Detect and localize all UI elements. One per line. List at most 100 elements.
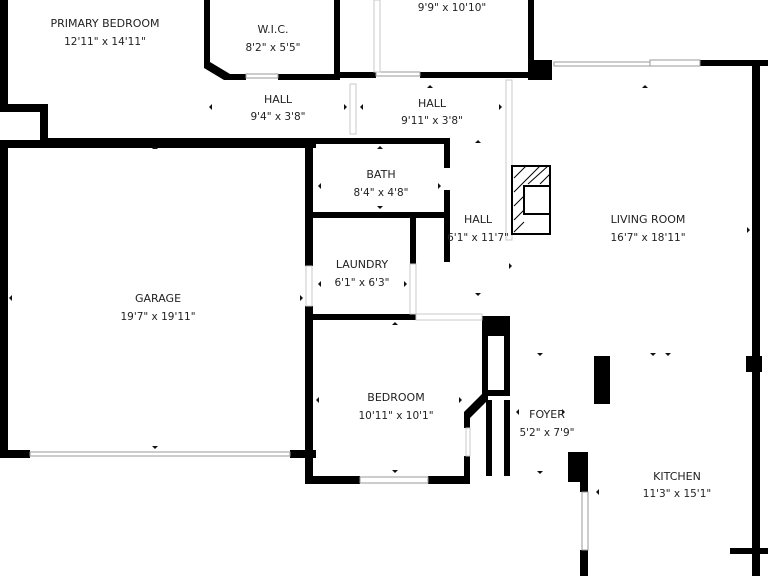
room-dims-primary-bedroom: 12'11" x 14'11" xyxy=(64,36,146,48)
wall xyxy=(0,140,8,458)
wall xyxy=(504,400,510,476)
room-name-wic: W.I.C. xyxy=(257,23,288,36)
tick xyxy=(499,104,502,110)
tick xyxy=(344,104,347,110)
wall xyxy=(204,0,210,66)
tick xyxy=(404,281,407,287)
room-dims-hall-1: 9'4" x 3'8" xyxy=(250,111,305,123)
tick xyxy=(427,85,433,88)
tick xyxy=(642,85,648,88)
room-name-foyer: FOYER xyxy=(529,408,565,421)
room-name-hall-2: HALL xyxy=(418,97,447,110)
wall xyxy=(40,104,48,148)
wall xyxy=(444,140,450,168)
tick xyxy=(459,397,462,403)
tick xyxy=(392,470,398,473)
window xyxy=(581,491,589,551)
room-dims-bedroom: 10'11" x 10'1" xyxy=(358,410,433,422)
room-dims-hall-3: 6'1" x 11'7" xyxy=(447,232,509,244)
room-dims-wic: 8'2" x 5'5" xyxy=(245,42,300,54)
wall xyxy=(504,316,510,396)
room-labels: PRIMARY BEDROOM 12'11" x 14'11" W.I.C. 8… xyxy=(50,2,711,500)
tick xyxy=(537,353,543,356)
wall xyxy=(594,356,610,404)
tick xyxy=(475,293,481,296)
window xyxy=(29,451,291,457)
tick xyxy=(516,409,519,415)
tick xyxy=(360,104,363,110)
window xyxy=(375,71,421,77)
room-dims-top-room: 9'9" x 10'10" xyxy=(418,2,486,14)
wall xyxy=(310,138,450,144)
tick xyxy=(747,227,750,233)
tick xyxy=(318,183,321,189)
dimension-ticks xyxy=(9,85,750,495)
tick xyxy=(300,295,303,301)
room-name-hall-1: HALL xyxy=(264,93,293,106)
door-opening xyxy=(373,0,381,73)
tick xyxy=(9,295,12,301)
room-dims-kitchen: 11'3" x 15'1" xyxy=(643,488,711,500)
fireplace xyxy=(511,165,551,235)
tick xyxy=(475,140,481,143)
wall xyxy=(204,62,230,80)
wall xyxy=(482,390,510,396)
wall xyxy=(730,548,768,554)
room-name-bath: BATH xyxy=(366,168,395,181)
door-opening xyxy=(409,263,417,315)
tick xyxy=(392,322,398,325)
wall xyxy=(278,74,340,80)
wall xyxy=(428,476,470,484)
wall xyxy=(700,60,768,66)
door-opening xyxy=(349,83,357,135)
tick xyxy=(152,146,158,149)
room-dims-hall-2: 9'11" x 3'8" xyxy=(401,115,463,127)
wall xyxy=(0,104,48,112)
tick xyxy=(318,281,321,287)
wall xyxy=(568,452,588,482)
door-opening xyxy=(465,427,471,457)
tick xyxy=(509,263,512,269)
room-dims-bath: 8'4" x 4'8" xyxy=(353,187,408,199)
wall xyxy=(410,212,416,264)
room-name-bedroom: BEDROOM xyxy=(367,391,424,404)
wall xyxy=(310,314,416,320)
wall xyxy=(290,450,316,458)
tick xyxy=(596,489,599,495)
wall xyxy=(482,316,488,396)
tick xyxy=(209,104,212,110)
room-name-kitchen: KITCHEN xyxy=(653,470,701,483)
wall xyxy=(305,306,313,484)
tick xyxy=(438,183,441,189)
room-name-hall-3: HALL xyxy=(464,213,493,226)
tick xyxy=(377,206,383,209)
room-name-laundry: LAUNDRY xyxy=(336,258,389,271)
wall xyxy=(580,476,588,492)
wall xyxy=(752,60,760,576)
wall xyxy=(486,400,492,476)
wall xyxy=(305,476,360,484)
room-name-primary-bedroom: PRIMARY BEDROOM xyxy=(50,17,159,30)
room-dims-living-room: 16'7" x 18'11" xyxy=(610,232,685,244)
windows xyxy=(29,0,701,551)
tick xyxy=(665,353,671,356)
tick xyxy=(537,471,543,474)
wall xyxy=(444,190,450,262)
wall xyxy=(224,74,246,80)
wall xyxy=(305,140,313,266)
wall xyxy=(340,72,376,78)
wall xyxy=(420,72,532,78)
room-dims-laundry: 6'1" x 6'3" xyxy=(334,277,389,289)
tick xyxy=(316,397,319,403)
window xyxy=(359,476,429,484)
room-name-garage: GARAGE xyxy=(135,292,181,305)
tick xyxy=(377,146,383,149)
door-opening xyxy=(305,265,313,307)
wall xyxy=(464,394,488,428)
tick xyxy=(562,409,565,415)
door-opening xyxy=(505,79,513,241)
door-opening xyxy=(415,313,483,321)
wall xyxy=(482,316,510,336)
wall xyxy=(40,138,316,144)
